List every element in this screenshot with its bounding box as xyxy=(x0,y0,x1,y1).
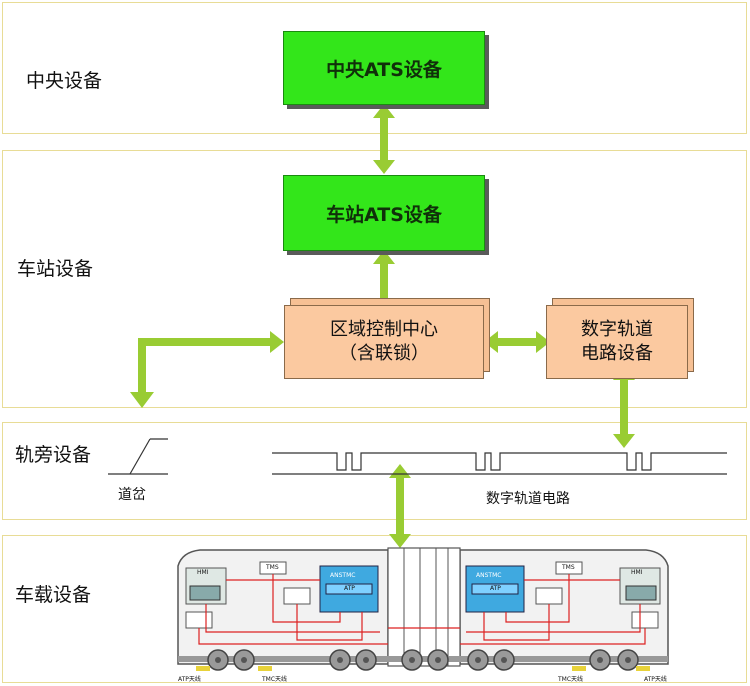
central-equipment-label: 中央设备 xyxy=(26,70,103,92)
trackside-equipment-label: 轨旁设备 xyxy=(15,444,92,466)
train-atp-label-right: ATP xyxy=(490,585,501,592)
arrow-zone-dtc xyxy=(484,331,550,353)
station-ats-label: 车站ATS设备 xyxy=(326,203,442,226)
dtc-equipment-box: 数字轨道 电路设备 xyxy=(546,305,688,379)
dtc-equipment-label-1: 数字轨道 xyxy=(581,318,653,340)
train-atc-label-right: ANSTMC xyxy=(476,572,502,579)
central-ats-label: 中央ATS设备 xyxy=(326,58,442,81)
train-atp-antenna-label-left: ATP天线 xyxy=(178,676,201,683)
arrow-station-zone xyxy=(373,250,395,300)
central-ats-box: 中央ATS设备 xyxy=(283,31,485,105)
zone-controller-box: 区域控制中心 （含联锁） xyxy=(284,305,484,379)
train-tms-label-right: TMS xyxy=(562,564,575,571)
train-tmc-antenna-label-right: TMC天线 xyxy=(558,676,584,683)
track-circuit-symbol xyxy=(272,452,727,475)
track-circuit-label: 数字轨道电路 xyxy=(486,491,570,507)
zone-controller-label-1: 区域控制中心 xyxy=(330,318,438,340)
zone-controller-label-2: （含联锁） xyxy=(339,343,429,364)
train-illustration xyxy=(177,547,669,671)
train-atp-antenna-label-right: ATP天线 xyxy=(644,676,667,683)
train-tms-label-left: TMS xyxy=(266,564,279,571)
arrow-zone-switch xyxy=(130,331,284,408)
switch-symbol xyxy=(108,438,168,475)
train-cab-label-right: HMI xyxy=(631,569,643,576)
onboard-equipment-label: 车载设备 xyxy=(15,584,92,606)
arrow-central-station xyxy=(373,104,395,174)
train-tmc-antenna-label-left: TMC天线 xyxy=(262,676,288,683)
train-atp-label-left: ATP xyxy=(344,585,355,592)
switch-label: 道岔 xyxy=(118,487,146,503)
dtc-equipment-label-2: 电路设备 xyxy=(581,343,653,364)
arrow-track-train xyxy=(389,464,411,548)
train-atc-label-left: ANSTMC xyxy=(330,572,356,579)
station-equipment-label: 车站设备 xyxy=(17,258,94,280)
train-cab-label-left: HMI xyxy=(197,569,209,576)
station-ats-box: 车站ATS设备 xyxy=(283,175,485,251)
